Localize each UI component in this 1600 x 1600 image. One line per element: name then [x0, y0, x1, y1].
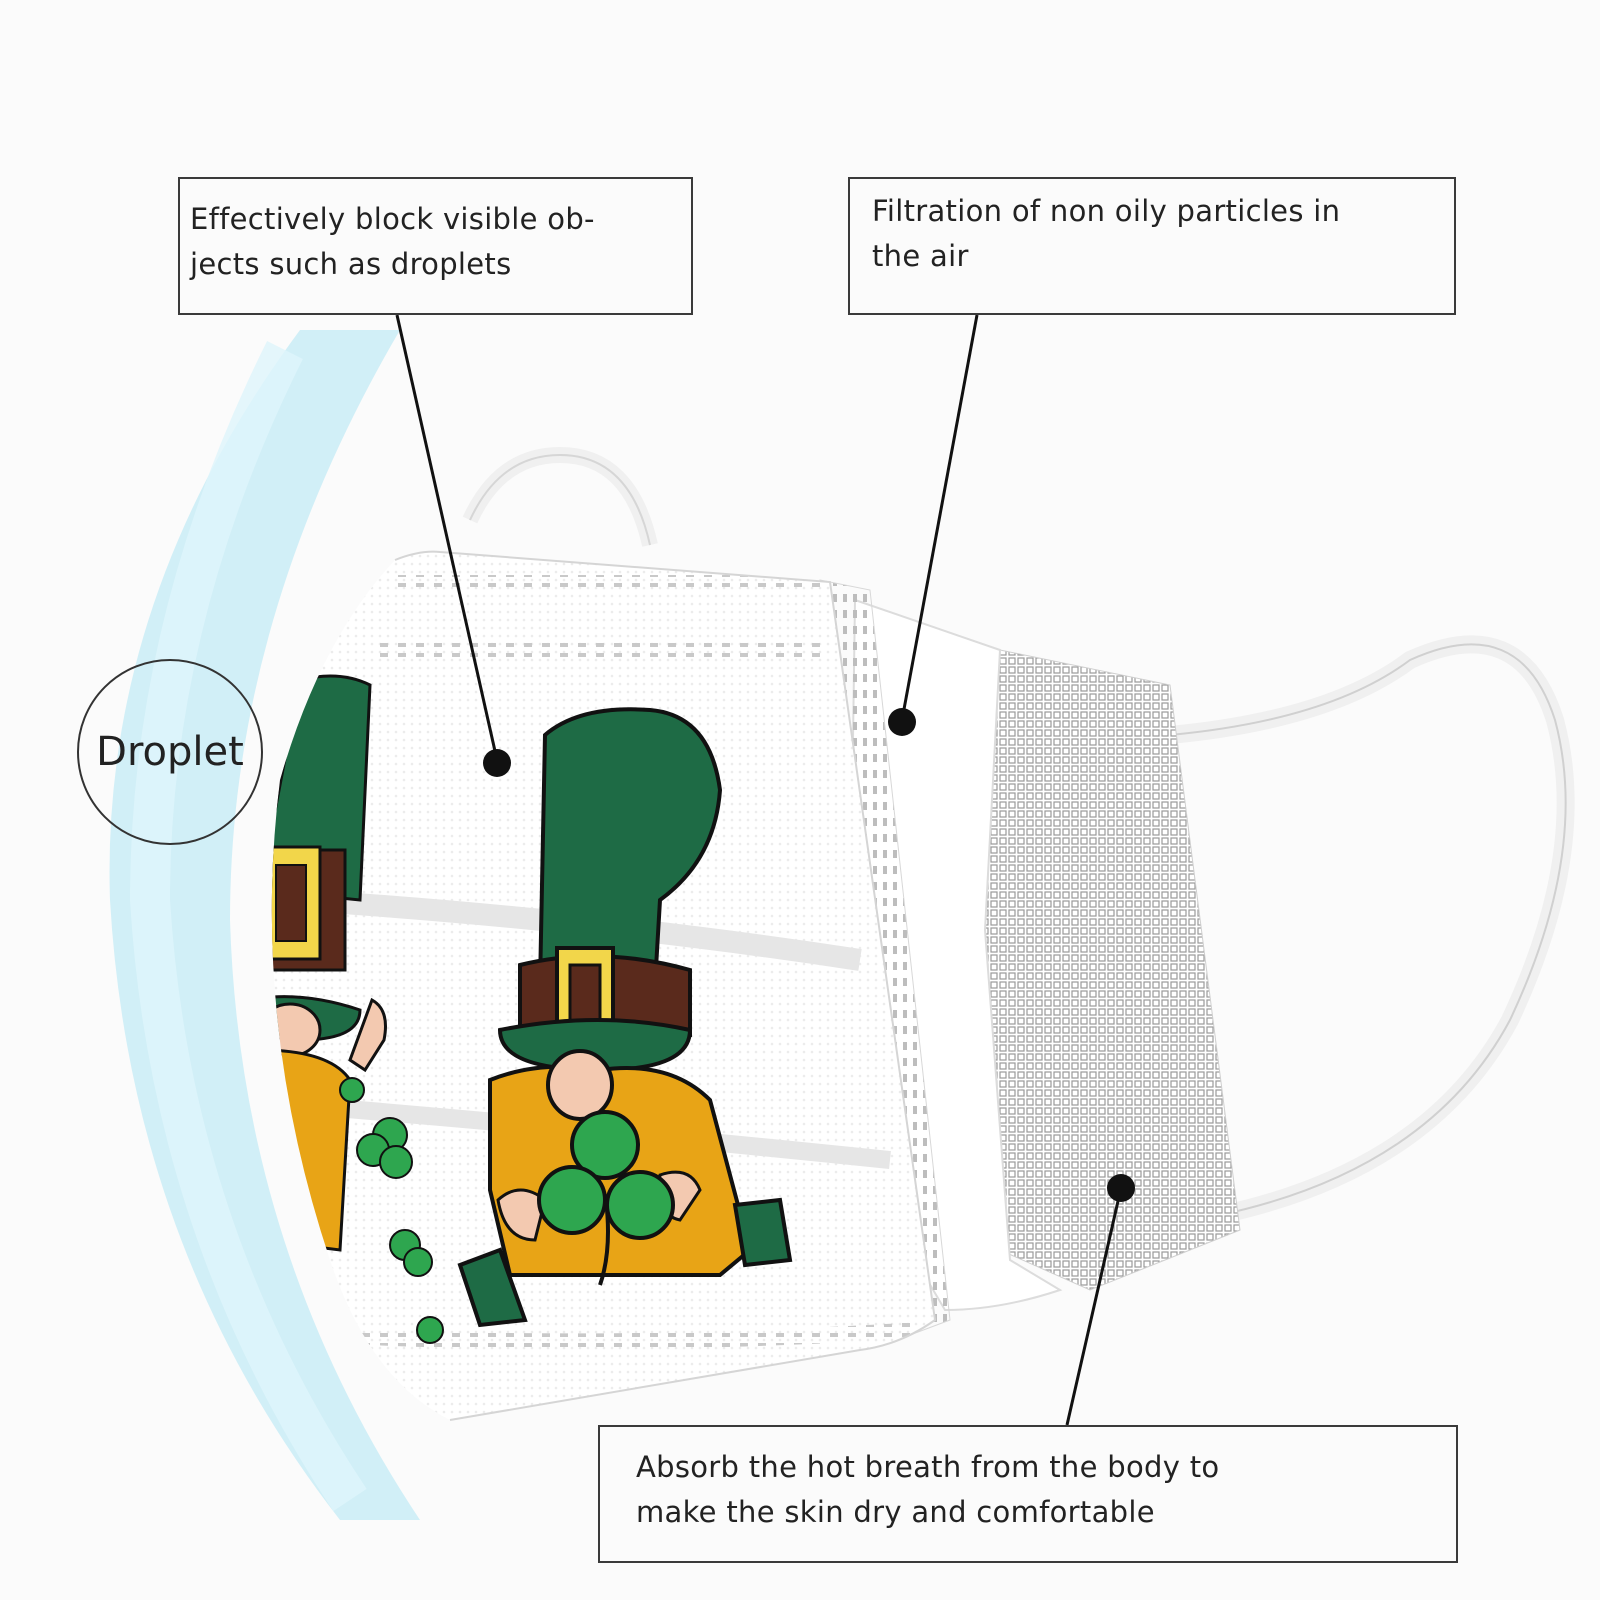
callout-text-line: Effectively block visible ob-: [190, 202, 595, 236]
callout-filtration: Filtration of non oily particles in the …: [848, 177, 1456, 315]
leader-dot-1: [483, 749, 511, 777]
callout-text-line: Absorb the hot breath from the body to: [636, 1450, 1220, 1484]
callout-text-line: the air: [872, 239, 969, 273]
ear-loop-top: [462, 446, 658, 547]
callout-text-line: Filtration of non oily particles in: [872, 194, 1341, 228]
leader-line-1: [395, 314, 499, 761]
leader-line-3: [1065, 1187, 1123, 1426]
leader-dot-3: [1107, 1174, 1135, 1202]
mesh-layer: [969, 649, 1241, 1291]
leader-dot-2: [888, 708, 916, 736]
ear-loop-right: [1169, 635, 1575, 1224]
callout-absorb-breath: Absorb the hot breath from the body to m…: [598, 1425, 1458, 1563]
callout-block-droplets: Effectively block visible ob- jects such…: [178, 177, 693, 315]
callout-text-line: make the skin dry and comfortable: [636, 1495, 1155, 1529]
callout-text-line: jects such as droplets: [190, 247, 512, 281]
gnome-center: [457, 707, 793, 1328]
leader-line-2: [900, 314, 979, 721]
droplet-circle: [77, 659, 263, 845]
outer-layer: [271, 551, 935, 1420]
gnome-left: [271, 674, 444, 1344]
droplet-label: Droplet: [96, 729, 244, 775]
